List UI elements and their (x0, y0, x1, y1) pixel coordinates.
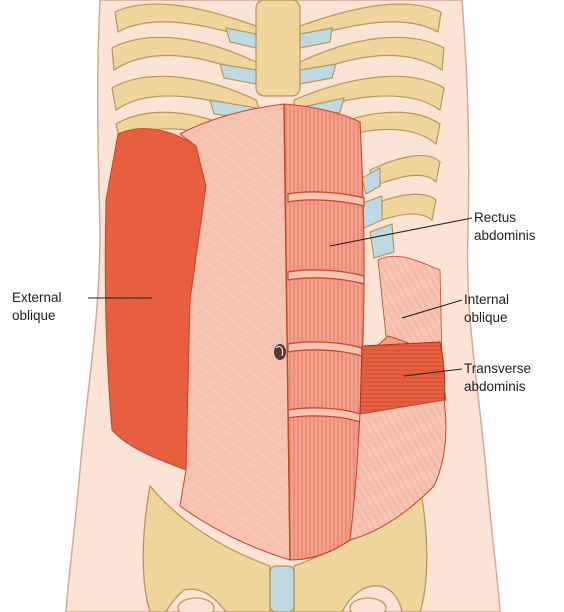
label-transverse-abdominis-line1: Transverse (464, 361, 531, 376)
label-rectus-abdominis-line2: abdominis (474, 228, 536, 243)
sternum (256, 0, 300, 96)
label-internal-oblique-line2: oblique (464, 310, 508, 325)
label-internal-oblique-line1: Internal (464, 292, 509, 307)
label-external-oblique-line2: oblique (12, 308, 56, 323)
navel-icon (274, 344, 286, 360)
label-rectus-abdominis: Rectus abdominis (474, 210, 536, 243)
label-transverse-abdominis-line2: abdominis (464, 379, 526, 394)
label-external-oblique-line1: External (12, 290, 62, 305)
label-internal-oblique: Internal oblique (464, 292, 513, 325)
pubic-symphysis (270, 566, 294, 612)
label-rectus-abdominis-line1: Rectus (474, 210, 516, 225)
label-external-oblique: External oblique (12, 290, 65, 323)
